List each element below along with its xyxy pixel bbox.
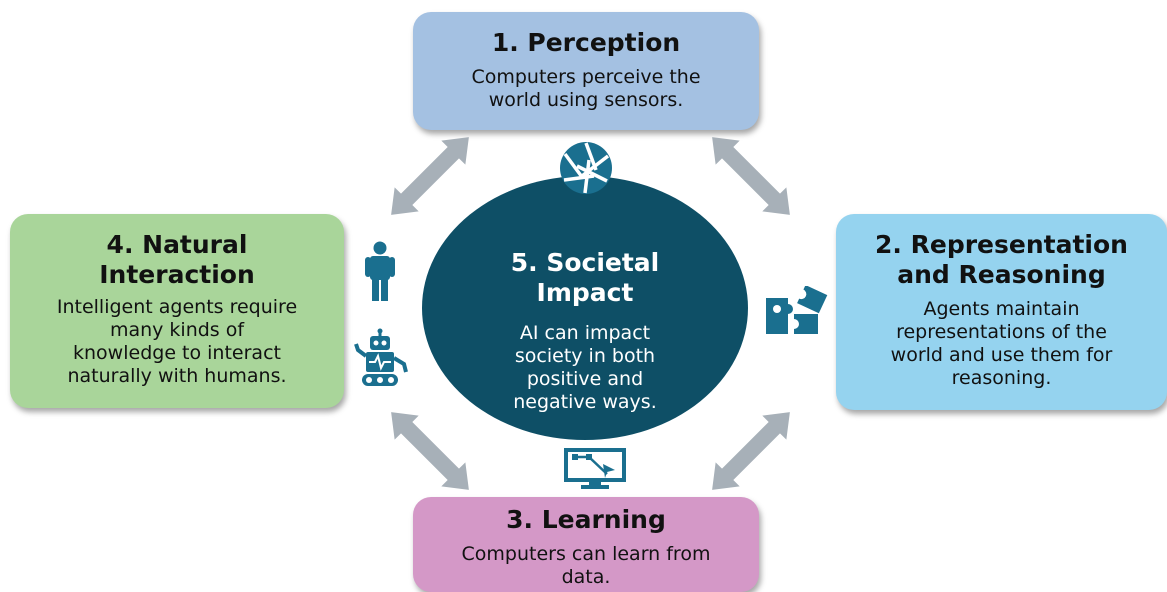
arrow-top-left (391, 137, 469, 215)
learning-title: 3. Learning (506, 505, 666, 534)
societal-impact-circle: 5. Societal Impact AI can impact society… (422, 176, 748, 440)
perception-title: 1. Perception (491, 28, 681, 57)
natural-interaction-box: 4. Natural Interaction Intelligent agent… (10, 214, 344, 408)
learning-box: 3. Learning Computers can learn from dat… (413, 497, 759, 592)
arrow-bottom-right (712, 412, 790, 490)
societal-impact-text: AI can impact society in both positive a… (513, 322, 657, 413)
robot-icon (354, 328, 408, 386)
monitor-graph-icon (564, 448, 626, 489)
societal-impact-title: 5. Societal Impact (510, 248, 660, 307)
learning-text: Computers can learn from data. (461, 543, 711, 588)
camera-aperture-icon (560, 142, 612, 194)
arrow-top-right (712, 137, 790, 215)
natural-interaction-title: 4. Natural Interaction (99, 230, 255, 289)
puzzle-icon (766, 286, 828, 334)
perception-box: 1. Perception Computers perceive the wor… (413, 12, 759, 130)
representation-text: Agents maintain representations of the w… (890, 298, 1113, 389)
representation-title: 2. Representation and Reasoning (875, 230, 1128, 289)
representation-box: 2. Representation and Reasoning Agents m… (836, 214, 1167, 410)
perception-text: Computers perceive the world using senso… (471, 66, 701, 111)
natural-interaction-text: Intelligent agents require many kinds of… (56, 296, 298, 387)
person-icon (365, 241, 395, 301)
arrow-bottom-left (391, 412, 469, 490)
